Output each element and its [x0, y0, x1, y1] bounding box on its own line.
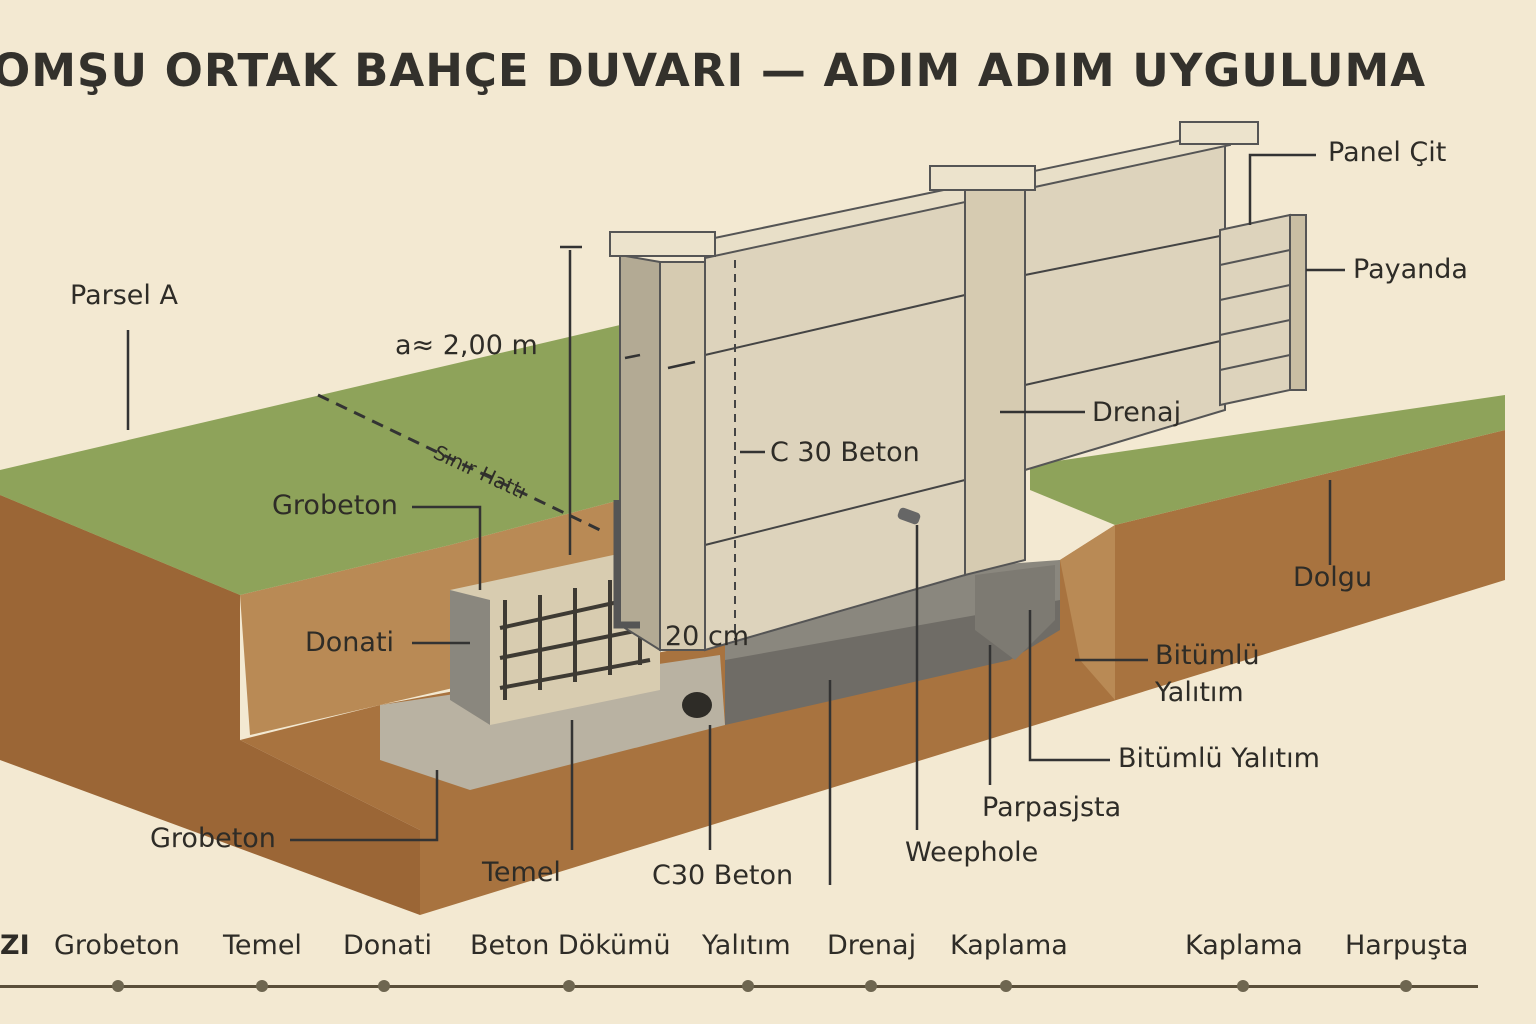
leader-lines: [126, 153, 1345, 885]
timeline-cut-label: ZI: [0, 930, 30, 961]
timeline-dot: [378, 980, 390, 992]
vertical-pipe: [613, 500, 640, 629]
rebar-block: [450, 545, 660, 725]
pillar-left: [659, 261, 706, 651]
pillar-cap-right: [1179, 121, 1259, 145]
label-donati: Donati: [305, 627, 395, 658]
pillar-cap-left: [609, 231, 716, 257]
timeline-step: Kaplama: [1185, 930, 1303, 961]
drain-block: [975, 565, 1055, 660]
wall-panel-left: [704, 193, 966, 652]
pillar-middle: [964, 189, 1026, 577]
drain-pipe-icon: [682, 692, 712, 718]
timeline-step: Beton Dökümü: [470, 930, 671, 961]
label-thickness: 20 cm: [665, 621, 750, 652]
timeline-step: Grobeton: [54, 930, 180, 961]
timeline-step: Drenaj: [827, 930, 917, 961]
timeline-dot: [1000, 980, 1012, 992]
label-height: a≈ 2,00 m: [395, 330, 538, 361]
panel-fence: [1219, 213, 1291, 407]
label-payanda: Payanda: [1353, 254, 1468, 285]
timeline-dot: [1400, 980, 1412, 992]
soil-left-face: [0, 495, 420, 915]
timeline-dot: [256, 980, 268, 992]
label-dolgu: Dolgu: [1293, 562, 1373, 593]
trench-soil-right: [1060, 525, 1115, 700]
label-parpasjsta: Parpasjsta: [982, 792, 1122, 823]
label-bitumlu-yalitim: Bitümlü Yalıtım: [1118, 743, 1320, 774]
boundary-line: [317, 393, 601, 532]
timeline-step: Kaplama: [950, 930, 1068, 961]
label-bitumlu-1: Bitümlü: [1155, 640, 1260, 671]
buttress-post: [1289, 214, 1307, 391]
label-drenaj: Drenaj: [1092, 397, 1182, 428]
timeline-step: Donati: [343, 930, 433, 961]
weephole-icon: [897, 507, 921, 525]
timeline-step: Temel: [223, 930, 302, 961]
timeline-dot: [563, 980, 575, 992]
label-yalitim-1: Yalıtım: [1155, 677, 1244, 708]
label-c30-wall: C 30 Beton: [770, 437, 920, 468]
label-weephole: Weephole: [905, 837, 1039, 868]
label-parsel-a: Parsel A: [70, 280, 178, 311]
timeline-dot: [865, 980, 877, 992]
label-temel: Temel: [482, 857, 561, 888]
timeline-dot: [1237, 980, 1249, 992]
label-grobeton-top: Grobeton: [272, 490, 398, 521]
page-title: OMŞU ORTAK BAHÇE DUVARI — ADIM ADIM UYGU…: [0, 44, 1427, 97]
rebar-grid: [499, 575, 651, 700]
label-c30-beton: C30 Beton: [652, 860, 794, 891]
label-grobeton-bottom: Grobeton: [150, 823, 276, 854]
timeline-step: Yalıtım: [702, 930, 791, 961]
timeline-line: [0, 985, 1478, 988]
label-panel-cit: Panel Çit: [1328, 137, 1447, 168]
grass-right: [1030, 395, 1505, 525]
pillar-cap-middle: [929, 165, 1036, 191]
grass-left: [0, 325, 620, 595]
timeline-dot: [742, 980, 754, 992]
timeline-step: Harpuşta: [1345, 930, 1469, 961]
timeline-dot: [112, 980, 124, 992]
